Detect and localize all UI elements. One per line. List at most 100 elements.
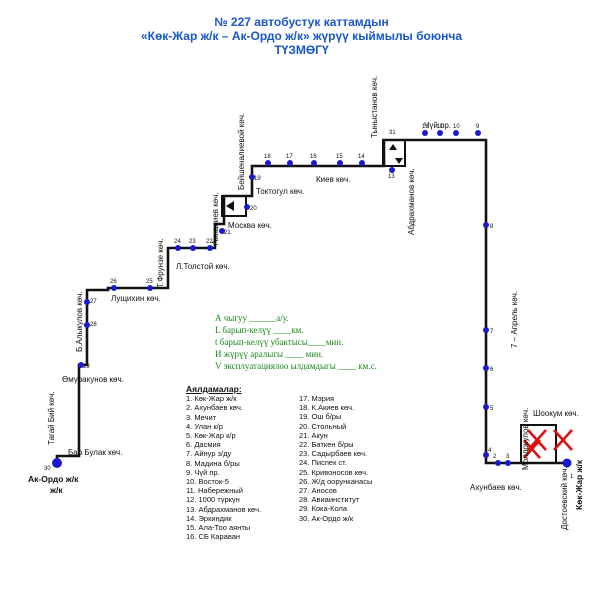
- stop-24: [175, 245, 181, 251]
- legend-item: 25. Кривоносов көч.: [299, 467, 369, 477]
- svg-text:16: 16: [310, 154, 317, 160]
- street-kiev: Киев көч.: [316, 175, 350, 184]
- svg-text:13: 13: [388, 174, 395, 180]
- street-molodokulov: Молдокулов көч.: [521, 408, 530, 470]
- svg-text:5: 5: [490, 406, 494, 412]
- svg-text:26: 26: [110, 279, 117, 285]
- closed-stop-crosses: [523, 429, 573, 459]
- street-bar-bulak: Бар Булак көч.: [68, 448, 122, 457]
- street-tolstoy: Л.Толстой көч.: [176, 262, 230, 271]
- terminal-kok-jar: Көк-Жар ж/к: [574, 459, 584, 510]
- stops-legend-col1: Аялдамалар: 1. Көк-Жар ж/к 2. Ахунбаев к…: [186, 384, 261, 542]
- stop-23: [190, 245, 196, 251]
- street-lushikhin: Лущихин көч.: [111, 294, 161, 303]
- terminal-ak-ordo-2: ж/к: [49, 485, 63, 495]
- legend-item: 23. Садырбаев көч.: [299, 449, 368, 459]
- svg-text:24: 24: [174, 239, 181, 245]
- route-info: А чыгуу ______а/у. L барып-келүү ____км.…: [215, 312, 377, 372]
- stop-12: [422, 130, 428, 136]
- legend-title: Аялдамалар:: [186, 384, 242, 394]
- stop-15: [337, 160, 343, 166]
- svg-text:1: 1: [570, 474, 574, 480]
- stop-27: [84, 299, 90, 305]
- svg-text:2: 2: [493, 454, 497, 460]
- legend-item: 8. Мадина б/ры: [186, 458, 240, 468]
- svg-text:22: 22: [206, 239, 213, 245]
- legend-item: 18. К.Акиев көч.: [299, 403, 355, 413]
- svg-text:21: 21: [224, 230, 231, 236]
- street-toktogul: Токтогул көч.: [256, 187, 304, 196]
- turn-box-tynystanov: [382, 139, 406, 167]
- turn-arrow-up: [389, 144, 397, 150]
- legend-item: 4. Улан к/р: [186, 421, 223, 431]
- street-dostoevskiy: Достоевский көч.: [560, 466, 569, 530]
- svg-text:25: 25: [146, 279, 153, 285]
- svg-text:29: 29: [83, 364, 90, 370]
- legend-item: 26. Ж/д оорунканасы: [299, 476, 373, 486]
- legend-item: 29. Кока-Кола: [299, 504, 348, 514]
- legend-item: 24. Писпек ст.: [299, 458, 347, 468]
- legend-item: 21. Акун: [299, 430, 328, 440]
- street-akhunbaev: Ахунбаев көч.: [470, 483, 522, 492]
- terminal-ak-ordo: Ак-Ордо ж/к: [28, 474, 79, 484]
- street-beishenalieva: Бейшеналиевой көч.: [237, 113, 246, 190]
- legend-item: 17. Мэрия: [299, 394, 335, 403]
- legend-item: 12. 1000 түркүн: [186, 495, 240, 505]
- stop-8: [483, 222, 489, 228]
- stop-20: [244, 204, 250, 210]
- legend-item: 3. Мечит: [186, 412, 217, 422]
- street-omurakunov: Өмүракунов көч.: [62, 375, 124, 384]
- svg-text:18: 18: [264, 154, 271, 160]
- route-loop: [520, 424, 557, 463]
- stops-legend-col2: 17. Мэрия 18. К.Акиев көч. 19. Ош б/ры 2…: [299, 394, 372, 523]
- street-april7: 7 – Апрель көч.: [510, 291, 519, 348]
- stop-1: [562, 458, 572, 468]
- legend-item: 15. Ала-Тоо аянты: [186, 523, 251, 533]
- legend-item: 11. Набережный: [186, 486, 243, 496]
- stop-6: [483, 365, 489, 371]
- stop-25: [147, 285, 153, 291]
- street-frunze: Т.Фрунзе көч.: [156, 238, 165, 288]
- stop-19: [249, 174, 255, 180]
- legend-item: 30. Ак-Ордо ж/к: [299, 513, 354, 523]
- legend-item: 10. Восток-5: [186, 477, 229, 487]
- svg-text:23: 23: [189, 239, 196, 245]
- stops: [52, 130, 572, 468]
- stop-22: [207, 245, 213, 251]
- legend-item: 9. Чүй пр.: [186, 467, 220, 477]
- legend-item: 6. Дасмия: [186, 440, 221, 450]
- legend-item: 20. Стольный: [299, 421, 347, 431]
- stop-5: [483, 404, 489, 410]
- stop-21: [219, 228, 225, 234]
- stop-11: [437, 130, 443, 136]
- svg-text:17: 17: [286, 154, 293, 160]
- legend-item: 16. СБ Караван: [186, 532, 241, 542]
- svg-text:12: 12: [422, 124, 429, 130]
- legend-item: 14. Эркиндик: [186, 513, 232, 523]
- svg-text:30: 30: [44, 466, 51, 472]
- stop-10: [453, 130, 459, 136]
- svg-text:6: 6: [490, 367, 494, 373]
- title-line-3: ТҮЗМӨГҮ: [274, 43, 329, 57]
- stop-3: [505, 460, 511, 466]
- stop-2: [495, 460, 501, 466]
- street-tynystanov: Тыныстанов көч.: [370, 76, 379, 138]
- street-abdrakhmanov: Абдрахманов көч.: [407, 168, 416, 235]
- legend-item: 19. Ош б/ры: [299, 412, 342, 422]
- svg-text:8: 8: [490, 224, 494, 230]
- street-shookum: Шоокум көч.: [533, 409, 579, 418]
- info-line-4: И жүрүү аралыгы ____ мин.: [215, 349, 324, 359]
- stop-17: [287, 160, 293, 166]
- info-line-2: L барып-келүү ____км.: [215, 325, 304, 335]
- svg-text:31: 31: [389, 130, 396, 136]
- svg-text:27: 27: [90, 299, 97, 305]
- svg-text:3: 3: [506, 454, 510, 460]
- title-line-2: «Көк-Жар ж/к – Ак-Ордо ж/к» жүрүү кыймыл…: [140, 29, 463, 43]
- stop-26: [111, 285, 117, 291]
- info-line-1: А чыгуу ______а/у.: [215, 313, 289, 323]
- street-aknaliev: Ахналиев көч.: [211, 192, 220, 245]
- stop-28: [84, 322, 90, 328]
- svg-text:19: 19: [254, 176, 261, 182]
- legend-item: 5. Көк-Жар к/р: [186, 431, 236, 441]
